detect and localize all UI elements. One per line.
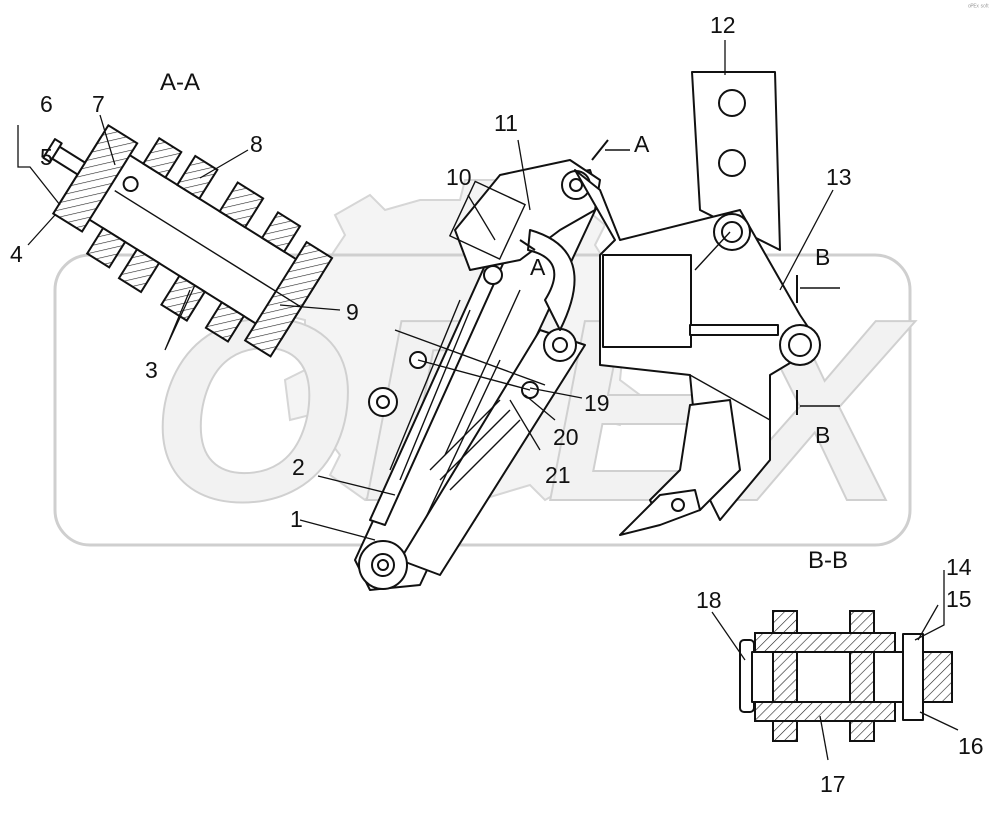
corner-mark: ᵒᴾᴱˣ ˢᵒᶠᵗ	[968, 4, 989, 11]
callout-11: 11	[494, 110, 518, 136]
callout-12: 12	[710, 12, 736, 38]
callout-9: 9	[346, 299, 359, 325]
callout-5: 5	[40, 144, 53, 170]
callout-13: 13	[826, 164, 852, 190]
callout-16: 16	[958, 733, 984, 759]
callout-19: 19	[584, 390, 610, 416]
section-aa-view: A-A	[42, 69, 334, 358]
leader-lines	[17, 40, 959, 761]
callout-20: 20	[553, 424, 579, 450]
frame-block	[602, 254, 692, 348]
callout-10: 10	[446, 164, 472, 190]
callout-14: 14	[946, 554, 972, 580]
mounting-frame	[574, 71, 821, 536]
callout-6: 6	[40, 91, 53, 117]
callout-21: 21	[545, 462, 571, 488]
callout-labels: 1 2 3 4 5 6 7 8 9 10 11 12 13 14 15 16 1…	[10, 12, 984, 797]
callout-17: 17	[820, 771, 846, 797]
cut-b-top-label: B	[815, 244, 830, 270]
callout-1: 1	[290, 506, 303, 532]
callout-18: 18	[696, 587, 722, 613]
callout-4: 4	[10, 241, 23, 267]
cut-b-bottom-label: B	[815, 422, 830, 448]
cut-a-mid-label: A	[530, 254, 546, 280]
section-bb-view: B-B	[739, 547, 953, 742]
ripper-arm	[354, 159, 601, 591]
callout-15: 15	[946, 586, 972, 612]
callout-2: 2	[292, 454, 305, 480]
callout-7: 7	[92, 91, 105, 117]
callout-8: 8	[250, 131, 263, 157]
section-aa-title: A-A	[160, 69, 200, 96]
cut-a-top-label: A	[634, 131, 650, 157]
callout-3: 3	[145, 357, 158, 383]
section-bb-title: B-B	[808, 547, 848, 574]
cut-markers: A A B B	[519, 131, 840, 448]
